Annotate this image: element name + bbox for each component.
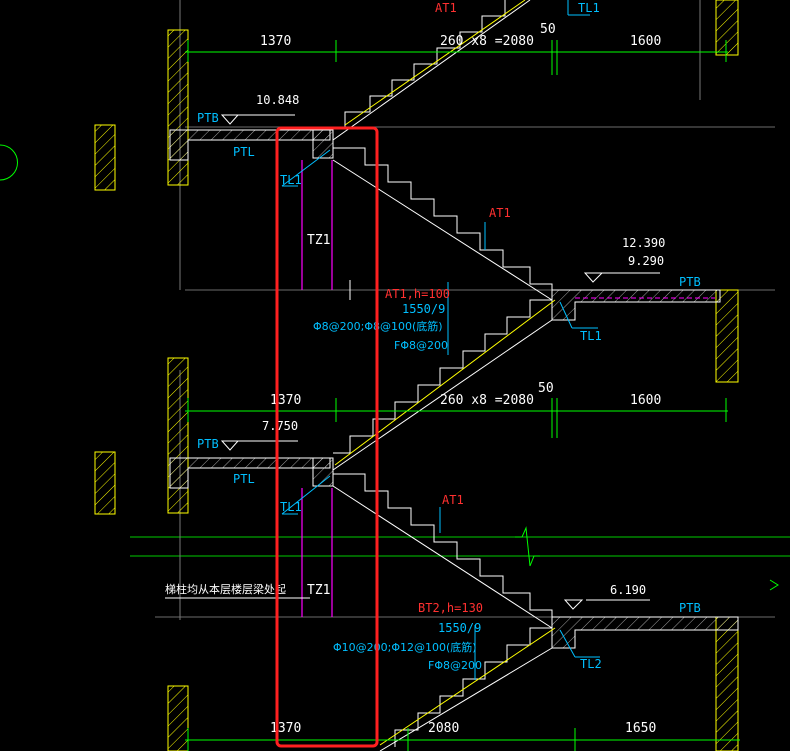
rise-upper: 1550/9 (402, 302, 445, 316)
dim-left-middle: 1370 (270, 393, 301, 408)
elevation-markers (220, 114, 604, 610)
rebar-main-middle: Φ10@200;Φ12@100(底筋) (333, 640, 477, 654)
label-at1-top: AT1 (435, 1, 457, 15)
label-tz1-upper: TZ1 (307, 233, 330, 248)
elev-middle-right: 6.190 (610, 583, 646, 597)
dim-mid-middle: 260 x8 =2080 (440, 393, 534, 408)
label-ptl-middle: PTL (233, 472, 255, 486)
rebar-dist-upper: FΦ8@200 (394, 339, 448, 352)
break-line (515, 526, 779, 591)
dim-mid-upper: 260 x8 =2080 (440, 34, 534, 49)
dim-gap-middle: 50 (538, 381, 554, 396)
elev-upper-right-2: 9.290 (628, 254, 664, 268)
label-tl2-middle-right: TL2 (580, 657, 602, 671)
elev-upper-right-1: 12.390 (622, 236, 665, 250)
stair-structure (169, 0, 739, 751)
rise-middle: 1550/9 (438, 621, 481, 635)
column-lines (301, 160, 333, 617)
dim-gap-upper: 50 (540, 22, 556, 37)
label-ptl-upper: PTL (233, 145, 255, 159)
elev-upper-left: 10.848 (256, 93, 299, 107)
dim-left-upper: 1370 (260, 34, 291, 49)
rebar-dist-middle: FΦ8@200 (428, 659, 482, 672)
dim-mid-lower: 2080 (428, 721, 459, 736)
label-ptb-middle-left: PTB (197, 437, 219, 451)
dim-left-lower: 1370 (270, 721, 301, 736)
label-tz1-middle: TZ1 (307, 583, 330, 598)
label-ptb-upper-left: PTB (197, 111, 219, 125)
grid-circle (0, 144, 18, 181)
dim-right-lower: 1650 (625, 721, 656, 736)
label-tl1-middle: TL1 (280, 500, 302, 514)
label-tl1-top: TL1 (578, 1, 600, 15)
label-tl1-upper: TL1 (280, 173, 302, 187)
spec-middle: BT2,h=130 (418, 601, 483, 615)
dim-right-middle: 1600 (630, 393, 661, 408)
grid-lines (130, 126, 790, 618)
elev-middle-left: 7.750 (262, 419, 298, 433)
slab-lines (334, 0, 715, 746)
label-tl1-upper-right: TL1 (580, 329, 602, 343)
wall-sections (94, 0, 739, 751)
label-at1-upper: AT1 (489, 206, 511, 220)
label-at1-middle: AT1 (442, 493, 464, 507)
note-column-origin: 梯柱均从本层楼层梁处起 (165, 582, 286, 596)
label-ptb-upper-right: PTB (679, 275, 701, 289)
highlight-box (275, 126, 379, 748)
spec-upper: AT1,h=100 (385, 287, 450, 301)
dim-right-upper: 1600 (630, 34, 661, 49)
label-ptb-middle-right: PTB (679, 601, 701, 615)
